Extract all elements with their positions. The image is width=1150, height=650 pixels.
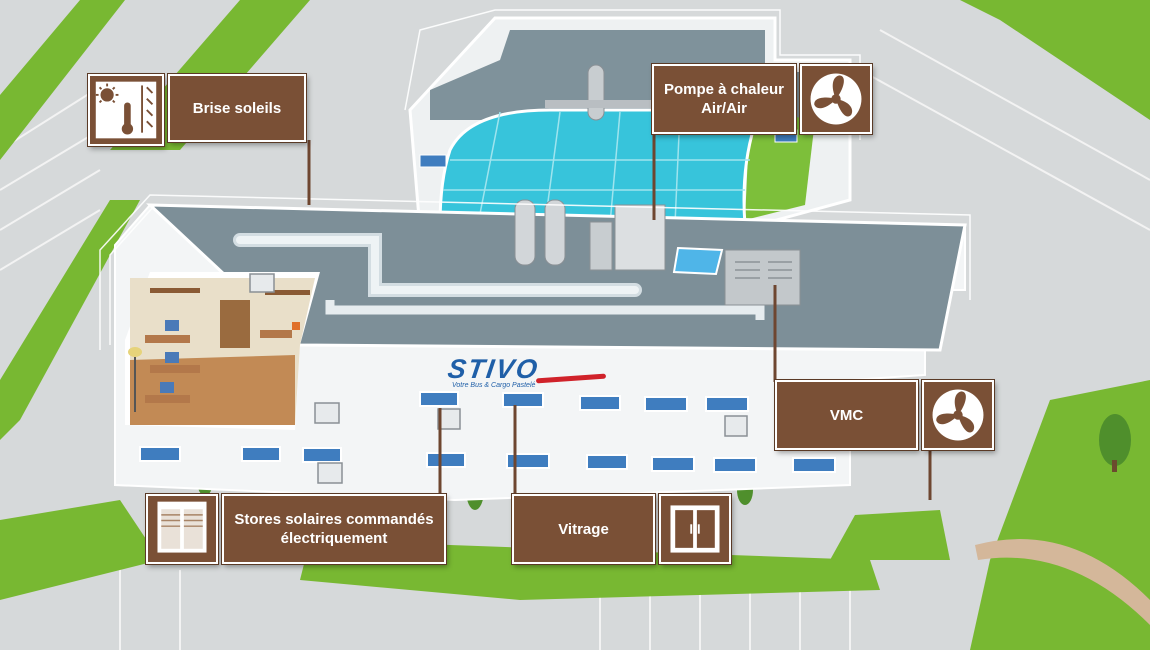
sun-thermometer-icon: [88, 74, 164, 146]
brand-logo: STIVO Votre Bus & Cargo Pastelé: [446, 354, 608, 396]
window-double-pane-icon: [659, 494, 731, 564]
fan-icon: [922, 380, 994, 450]
logo-tagline: Votre Bus & Cargo Pastelé: [452, 382, 536, 389]
callout-label: Brise soleils: [192, 99, 282, 117]
main-building: [99, 9, 971, 502]
callout-label: Vitrage: [558, 520, 609, 538]
callout-brise-soleils: Brise soleils: [168, 74, 306, 142]
window-shutter-icon: [146, 494, 218, 564]
footpath: [975, 539, 1150, 625]
callout-pompe-chaleur: Pompe à chaleur Air/Air: [652, 64, 796, 134]
callout-stores-solaires: Stores solaires commandés électriquement: [222, 494, 446, 564]
callout-label: Stores solaires commandés électriquement: [234, 511, 434, 547]
callout-label: Pompe à chaleur Air/Air: [663, 81, 785, 117]
callout-vitrage: Vitrage: [512, 494, 655, 564]
callout-label: VMC: [829, 406, 864, 424]
callout-vmc: VMC: [775, 380, 918, 450]
fan-icon: [800, 64, 872, 134]
